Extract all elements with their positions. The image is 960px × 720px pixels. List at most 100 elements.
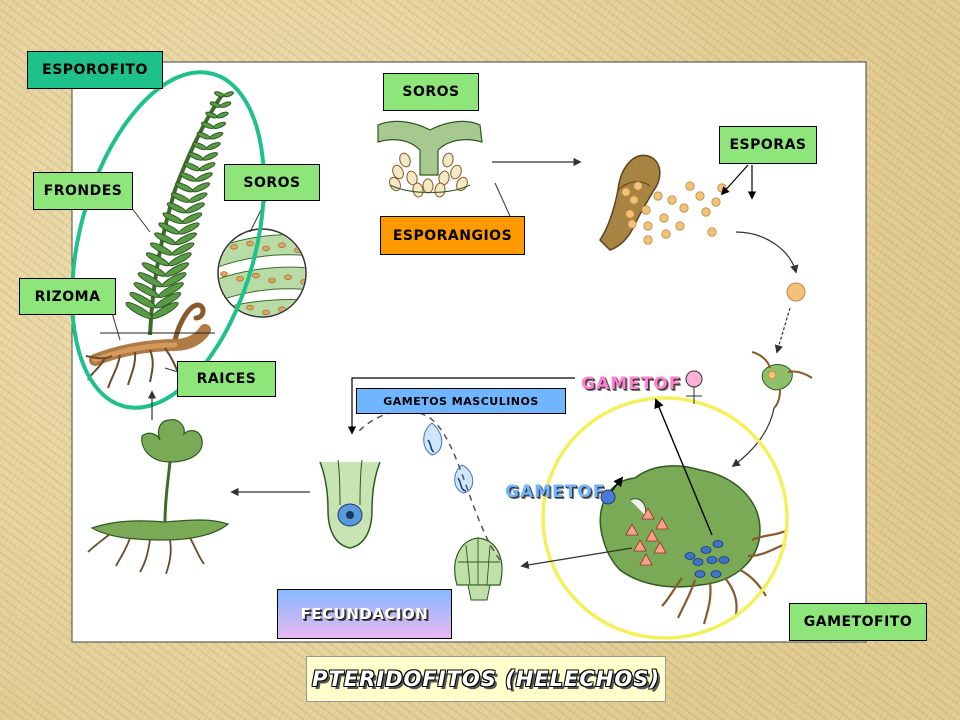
sori-magnified-inset — [217, 228, 307, 318]
single-spore — [786, 282, 806, 302]
page-title: PTERIDOFITOS (HELECHOS) — [306, 656, 666, 702]
rhizoid — [739, 569, 767, 597]
fern-pinna — [192, 182, 211, 193]
antheridium — [655, 517, 669, 530]
frondes-pointer — [130, 206, 151, 233]
female-symbol-icon — [685, 370, 703, 404]
label-esporas: ESPORAS — [719, 126, 817, 164]
sporangium-releasing-spores — [599, 154, 727, 251]
fern-pinna — [209, 131, 224, 140]
antheridium — [641, 507, 655, 520]
sporangium — [434, 182, 446, 198]
sporangium — [388, 176, 402, 192]
sorus-dot — [220, 271, 228, 277]
label-rizoma: RIZOMA — [19, 278, 116, 315]
sporangium — [450, 164, 462, 180]
antheridium — [653, 541, 667, 554]
arrow-gametos-to-archegonium — [347, 377, 575, 435]
spore — [685, 181, 695, 191]
spore — [701, 207, 711, 217]
antheridium — [645, 529, 659, 542]
label-frondes: FRONDES — [33, 172, 133, 210]
spore — [633, 181, 643, 191]
fern-pinna — [154, 292, 182, 309]
sorus-dot — [262, 245, 270, 252]
label-gametos-masculinos: GAMETOS MASCULINOS — [356, 388, 566, 414]
spore — [707, 227, 717, 237]
fern-pinna — [174, 232, 197, 246]
sporangium — [412, 182, 424, 198]
spore — [711, 197, 721, 207]
fern-pinna — [223, 91, 234, 98]
sorus-dot — [246, 304, 254, 311]
label-gametof-masculino: GAMETOF — [505, 482, 606, 502]
fern-pinna — [181, 212, 203, 225]
archegonium-cell — [712, 540, 724, 548]
fern-pinna — [202, 152, 219, 161]
fern-pinna — [219, 101, 232, 108]
spore — [643, 235, 653, 245]
fern-pinna — [178, 222, 200, 235]
sorus-dot — [246, 240, 254, 247]
label-esporofito: ESPOROFITO — [27, 51, 163, 89]
sorus-dot — [236, 276, 244, 282]
spore — [641, 205, 651, 215]
sorus-dot — [284, 274, 292, 280]
label-gametofito: GAMETOFITO — [789, 603, 927, 641]
arrow-spores-to-spore — [735, 231, 799, 274]
rhizome — [89, 324, 211, 366]
arrow-sperm-path — [357, 410, 501, 561]
fern-pinna — [188, 192, 208, 203]
spore — [627, 219, 637, 229]
fern-pinna — [198, 162, 216, 172]
spore — [667, 195, 677, 205]
archegonium-with-egg — [319, 459, 381, 549]
spore — [629, 195, 639, 205]
spore — [643, 221, 653, 231]
arrow-spore-to-germination — [774, 307, 791, 354]
archegonium-cell — [692, 558, 704, 566]
archegonium-cell — [718, 556, 730, 564]
sorus-dot — [230, 244, 238, 250]
rhizoid — [661, 577, 683, 607]
sorus-dot — [268, 277, 276, 284]
rhizoid — [677, 579, 697, 619]
sporangium — [422, 178, 434, 194]
label-esporangios: ESPORANGIOS — [380, 216, 525, 255]
sporangium — [442, 152, 454, 168]
germinating-spore — [751, 351, 813, 409]
sorus-dot — [278, 242, 286, 248]
arrow-germination-to-prothallus — [731, 407, 775, 467]
rhizoid — [724, 577, 738, 615]
sporangium — [392, 164, 404, 180]
fern-pinna — [212, 121, 226, 129]
spore — [679, 203, 689, 213]
antheridium — [639, 553, 653, 566]
fern-pinna — [151, 301, 179, 320]
fern-pinna — [205, 141, 221, 151]
gametof-fem-pointer — [654, 398, 713, 536]
fern-pinna — [195, 172, 213, 182]
gametophyte-highlight — [541, 396, 789, 640]
archegonium-cell — [710, 570, 722, 578]
fern-pinna — [185, 202, 205, 214]
label-gametof-femenino: GAMETOF — [581, 374, 682, 394]
spore — [695, 191, 705, 201]
sorus-cross-section — [377, 120, 483, 198]
antheridium — [625, 523, 639, 536]
prothallus-gametophyte — [599, 465, 789, 625]
spore — [625, 209, 635, 219]
raices-pointer — [164, 367, 179, 373]
sorus-dot — [252, 272, 260, 279]
spore — [675, 221, 685, 231]
esporangios-pointer — [494, 182, 511, 217]
archegonium-cell — [700, 546, 712, 554]
label-soros-top: SOROS — [383, 73, 479, 111]
label-soros-left: SOROS — [224, 164, 320, 201]
arrow-prothallus-to-archegonium — [520, 547, 633, 570]
sorus-dot — [262, 309, 270, 316]
male-symbol-icon — [600, 489, 616, 505]
antheridium — [633, 539, 647, 552]
young-sporophyte — [87, 419, 230, 575]
label-fecundacion: FECUNDACION — [277, 589, 452, 639]
